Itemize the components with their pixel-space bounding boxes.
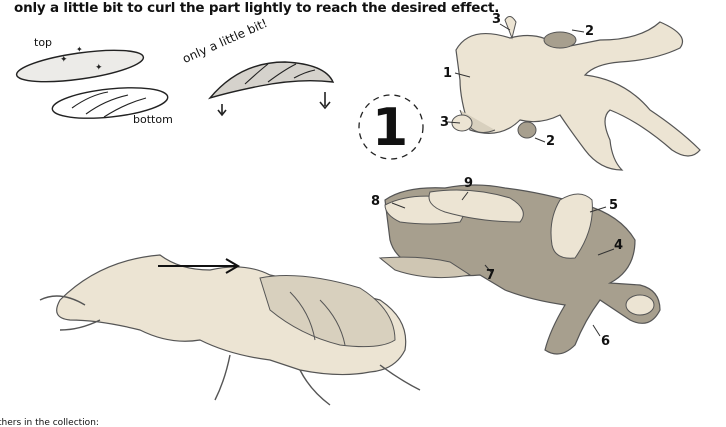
part-number-6: 6	[601, 334, 610, 349]
part-number-8: 8	[371, 194, 380, 209]
part-number-9: 9	[464, 176, 473, 191]
curl-label-bottom: bottom	[133, 113, 173, 126]
step-number: 1	[372, 98, 408, 158]
part-number-3-top: 3	[492, 12, 501, 27]
part-number-7: 7	[486, 268, 495, 283]
svg-text:✦: ✦	[60, 55, 68, 65]
svg-text:✦: ✦	[76, 45, 83, 54]
assembled-beetle-diagram	[40, 255, 420, 405]
part-number-4: 4	[614, 238, 623, 253]
head-part-diagram	[448, 16, 700, 170]
part-number-2-bottom: 2	[546, 134, 555, 149]
footer-text: thers in the collection:	[0, 418, 99, 427]
curl-label-top: top	[34, 36, 52, 49]
part-number-5: 5	[609, 198, 618, 213]
curl-diagram-top: ✦ ✦ ✦	[15, 44, 145, 88]
curl-diagram-curved	[210, 62, 333, 115]
part-number-3-bottom: 3	[440, 115, 449, 130]
part-number-2-top: 2	[585, 24, 594, 39]
svg-text:✦: ✦	[95, 63, 103, 73]
part-number-1: 1	[443, 66, 452, 81]
